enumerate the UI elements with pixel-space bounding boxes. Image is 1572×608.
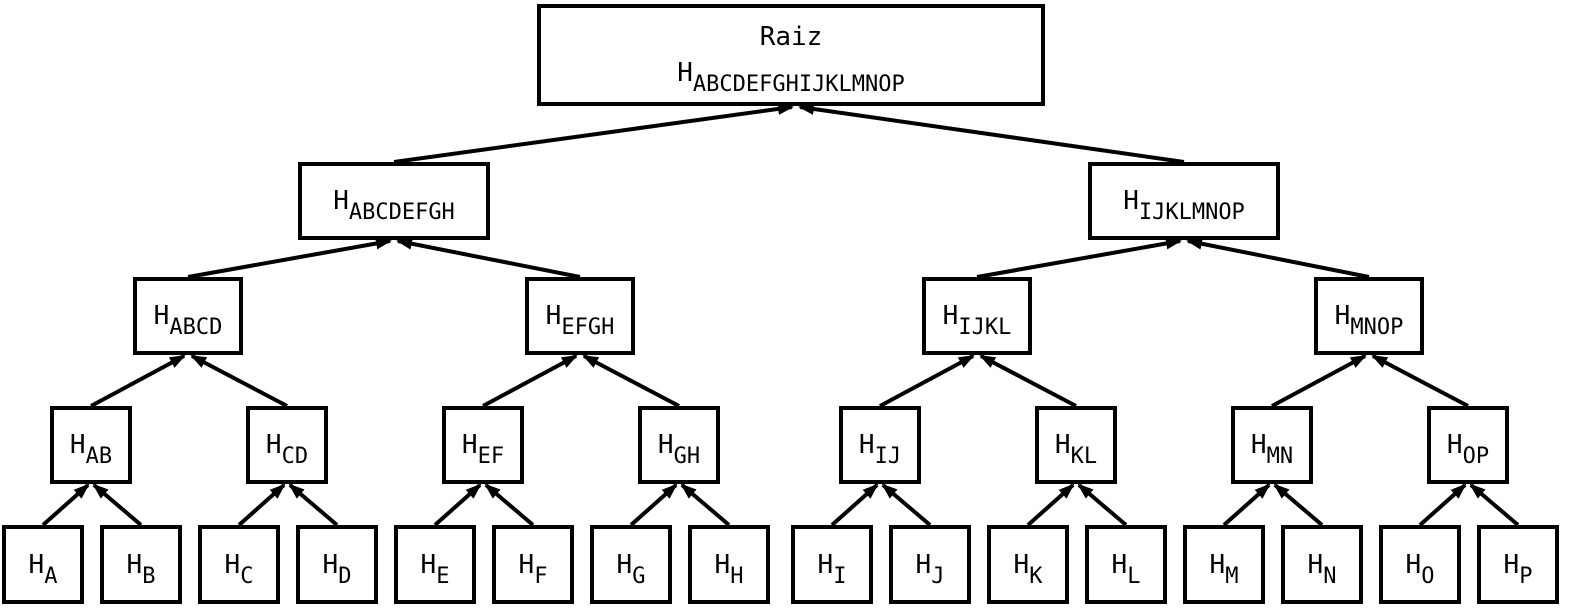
hash-edge-arrow — [629, 483, 678, 527]
leaf-hash-node: HC — [198, 525, 280, 604]
leaf-hash-node: HF — [492, 525, 574, 604]
hash-edge-arrow — [881, 483, 932, 527]
hash-edge-arrow — [90, 354, 186, 408]
root-label: Raiz — [759, 22, 823, 52]
hash-edge-arrow — [41, 483, 90, 527]
hash-node-level3: HAB — [50, 406, 132, 484]
hash-edge-arrow — [1186, 237, 1370, 279]
hash-edge-arrow — [187, 237, 392, 279]
leaf-hash-node: HB — [100, 525, 182, 604]
hash-node-level3: HEF — [442, 406, 524, 484]
hash-node-level2: HIJKL — [922, 277, 1032, 355]
hash-edge-arrow — [1273, 483, 1324, 527]
hash-edge-arrow — [979, 354, 1077, 408]
leaf-hash-node: HM — [1183, 525, 1265, 604]
hash-edge-arrow — [237, 483, 286, 527]
leaf-hash-node: HA — [2, 525, 84, 604]
hash-edge-arrow — [288, 483, 339, 527]
hash-edge-arrow — [396, 237, 581, 279]
hash-edge-arrow — [879, 354, 975, 408]
leaf-hash-node: HD — [296, 525, 378, 604]
hash-node-level3: HCD — [246, 406, 328, 484]
hash-node-level1-right: HIJKLMNOP — [1088, 162, 1280, 240]
hash-edge-arrow — [976, 237, 1182, 279]
hash-edge-arrow — [1077, 483, 1128, 527]
hash-edge-arrow — [190, 354, 288, 408]
hash-edge-arrow — [830, 483, 879, 527]
hash-edge-arrow — [92, 483, 143, 527]
leaf-hash-node: HH — [688, 525, 770, 604]
hash-edge-arrow — [582, 354, 680, 408]
hash-edge-arrow — [482, 354, 578, 408]
hash-node-level3: HKL — [1035, 406, 1117, 484]
hash-edge-arrow — [1418, 483, 1467, 527]
hash-edge-arrow — [1026, 483, 1075, 527]
root-node: Raiz HABCDEFGHIJKLMNOP — [537, 4, 1045, 106]
leaf-hash-node: HO — [1379, 525, 1461, 604]
hash-node-level2: HABCD — [133, 277, 243, 355]
hash-edge-arrow — [1371, 354, 1469, 408]
hash-node-level2: HEFGH — [525, 277, 635, 355]
hash-node-level3: HIJ — [839, 406, 921, 484]
hash-edge-arrow — [393, 102, 794, 164]
hash-node-level2: HMNOP — [1314, 277, 1424, 355]
hash-node-level3: HMN — [1231, 406, 1313, 484]
leaf-hash-node: HG — [590, 525, 672, 604]
leaf-hash-node: HK — [987, 525, 1069, 604]
hash-node-level1-left: HABCDEFGH — [298, 162, 490, 240]
leaf-hash-node: HL — [1085, 525, 1167, 604]
hash-edge-arrow — [680, 483, 731, 527]
root-hash: HABCDEFGHIJKLMNOP — [677, 58, 905, 97]
leaf-hash-node: HE — [394, 525, 476, 604]
hash-edge-arrow — [1271, 354, 1367, 408]
hash-node-level3: HGH — [638, 406, 720, 484]
hash-edge-arrow — [1469, 483, 1520, 527]
leaf-hash-node: HJ — [889, 525, 971, 604]
hash-edge-arrow — [798, 103, 1185, 164]
hash-edge-arrow — [433, 483, 482, 527]
leaf-hash-node: HP — [1477, 525, 1559, 604]
hash-edge-arrow — [1222, 483, 1271, 527]
leaf-hash-node: HN — [1281, 525, 1363, 604]
hash-node-level3: HOP — [1427, 406, 1509, 484]
hash-edge-arrow — [484, 483, 535, 527]
leaf-hash-node: HI — [791, 525, 873, 604]
